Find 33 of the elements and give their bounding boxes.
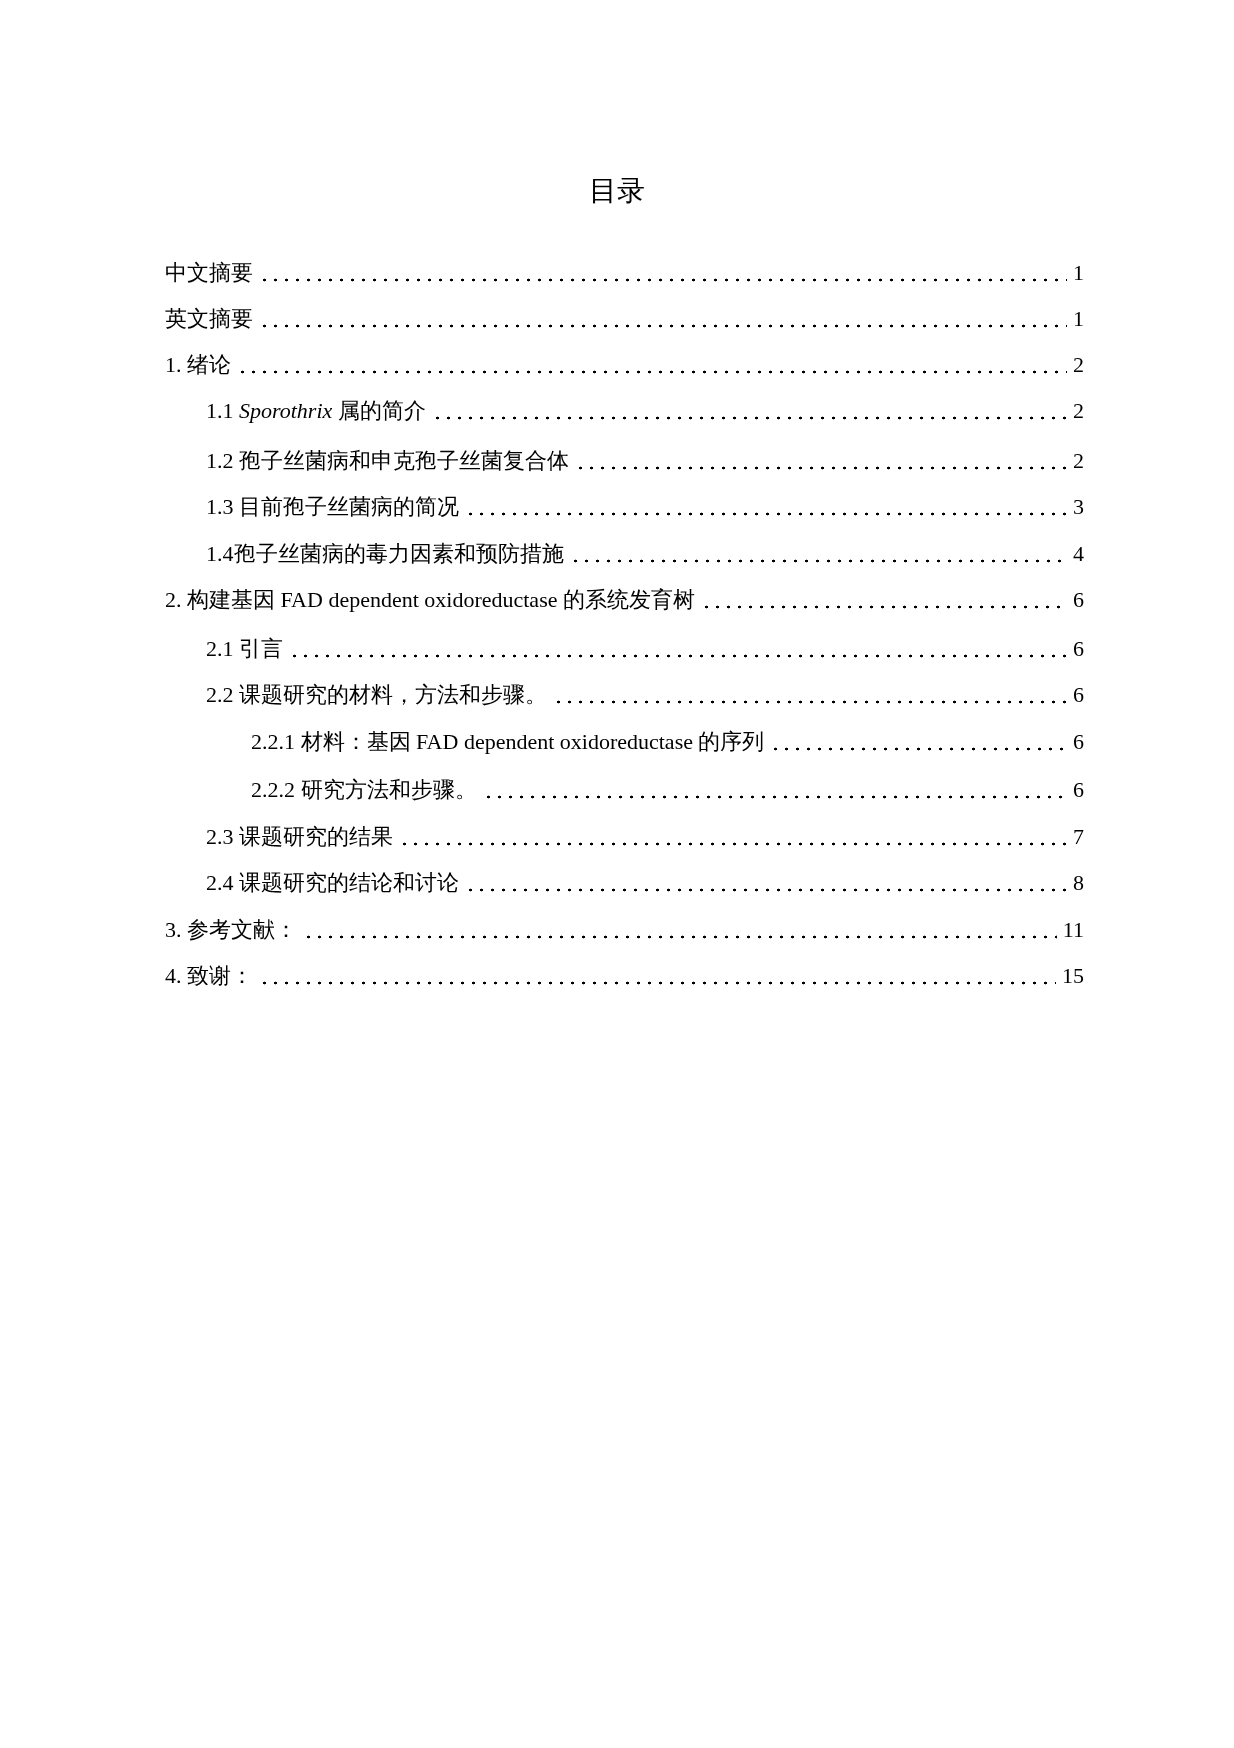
toc-entry: 英文摘要 (165, 305, 253, 333)
toc-entry: 2.4 课题研究的结论和讨论 (206, 869, 459, 897)
toc-entry: 2. 构建基因 FAD dependent oxidoreductase 的系统发育树 (165, 586, 695, 614)
toc-entry: 2.2.1 材料：基因 FAD dependent oxidoreductase 的序列 (251, 728, 765, 756)
page-number: 6 (1073, 729, 1084, 755)
toc-entry: 3. 参考文献： (165, 916, 297, 944)
toc-entry: 1.3 目前孢子丝菌病的简况 (206, 493, 459, 521)
toc-entry: 1. 绪论 (165, 351, 231, 379)
page-number: 7 (1073, 824, 1084, 850)
toc-entry: 2.2.2 研究方法和步骤。 (251, 776, 477, 804)
page-number: 6 (1073, 777, 1084, 803)
toc-entry: 中文摘要 (165, 259, 253, 287)
page-number: 2 (1073, 352, 1084, 378)
toc-entry: 2.3 课题研究的结果 (206, 823, 393, 851)
toc-entry: 1.4孢子丝菌病的毒力因素和预防措施 (206, 540, 564, 568)
page-number: 8 (1073, 870, 1084, 896)
page-number: 1 (1073, 260, 1084, 286)
toc-entry: 2.1 引言 (206, 635, 283, 663)
page-number: 2 (1073, 448, 1084, 474)
toc-entry: 1.2 孢子丝菌病和申克孢子丝菌复合体 (206, 447, 569, 475)
page-number: 6 (1073, 636, 1084, 662)
toc-entry: 2.2 课题研究的材料，方法和步骤。 (206, 681, 547, 709)
page-number: 15 (1062, 963, 1084, 989)
page-number: 1 (1073, 306, 1084, 332)
page-number: 3 (1073, 494, 1084, 520)
page-number: 6 (1073, 587, 1084, 613)
page-number: 4 (1073, 541, 1084, 567)
page-number: 11 (1062, 917, 1084, 943)
toc-entry: 4. 致谢： (165, 962, 253, 990)
page-title: 目录 (588, 174, 646, 208)
page-number: 2 (1073, 398, 1084, 424)
page-number: 6 (1073, 682, 1084, 708)
toc-entry: 1.1 Sporothrix 属的简介 (206, 397, 426, 425)
